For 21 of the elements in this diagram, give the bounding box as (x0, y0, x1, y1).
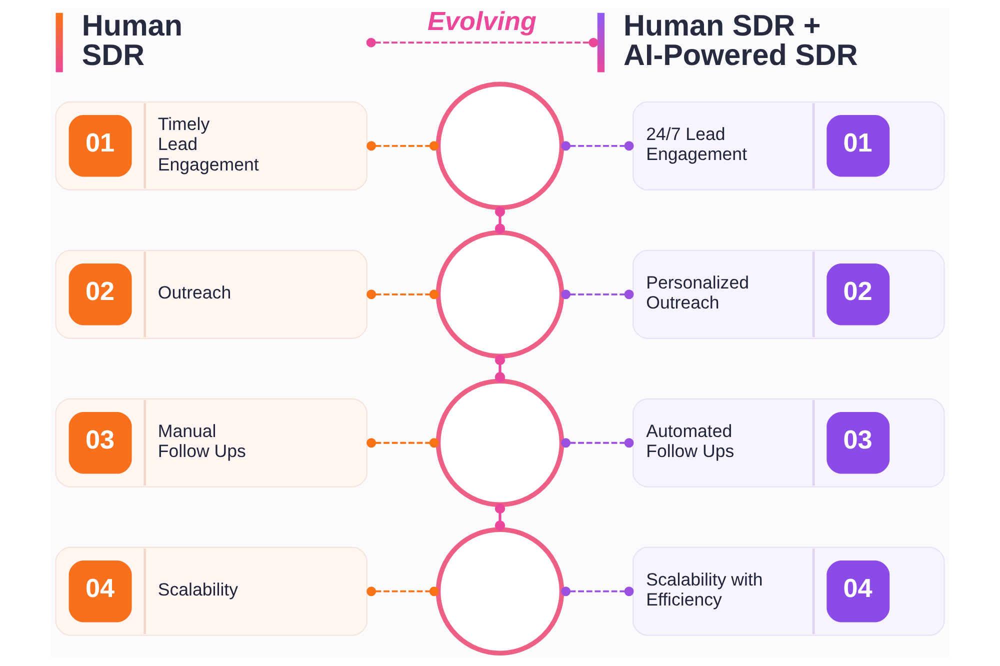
connector (561, 290, 634, 300)
connector (366, 586, 439, 596)
node-circle (436, 527, 564, 656)
node-circle (436, 378, 564, 508)
connector (366, 141, 439, 151)
node-circle (436, 82, 564, 210)
node-box (597, 12, 605, 72)
node-box (56, 12, 63, 72)
connector (494, 206, 506, 234)
connector (561, 586, 634, 596)
connector (494, 503, 506, 531)
node-label: Human SDR (82, 9, 183, 72)
connector (561, 438, 634, 448)
connector (561, 141, 634, 151)
connector (366, 38, 598, 48)
edge-label: Evolving (428, 6, 536, 36)
node-label: Human SDR + AI-Powered SDR (624, 9, 858, 72)
connector (366, 438, 439, 448)
node-circle (436, 230, 564, 359)
connector (494, 354, 506, 382)
connector (366, 290, 439, 300)
